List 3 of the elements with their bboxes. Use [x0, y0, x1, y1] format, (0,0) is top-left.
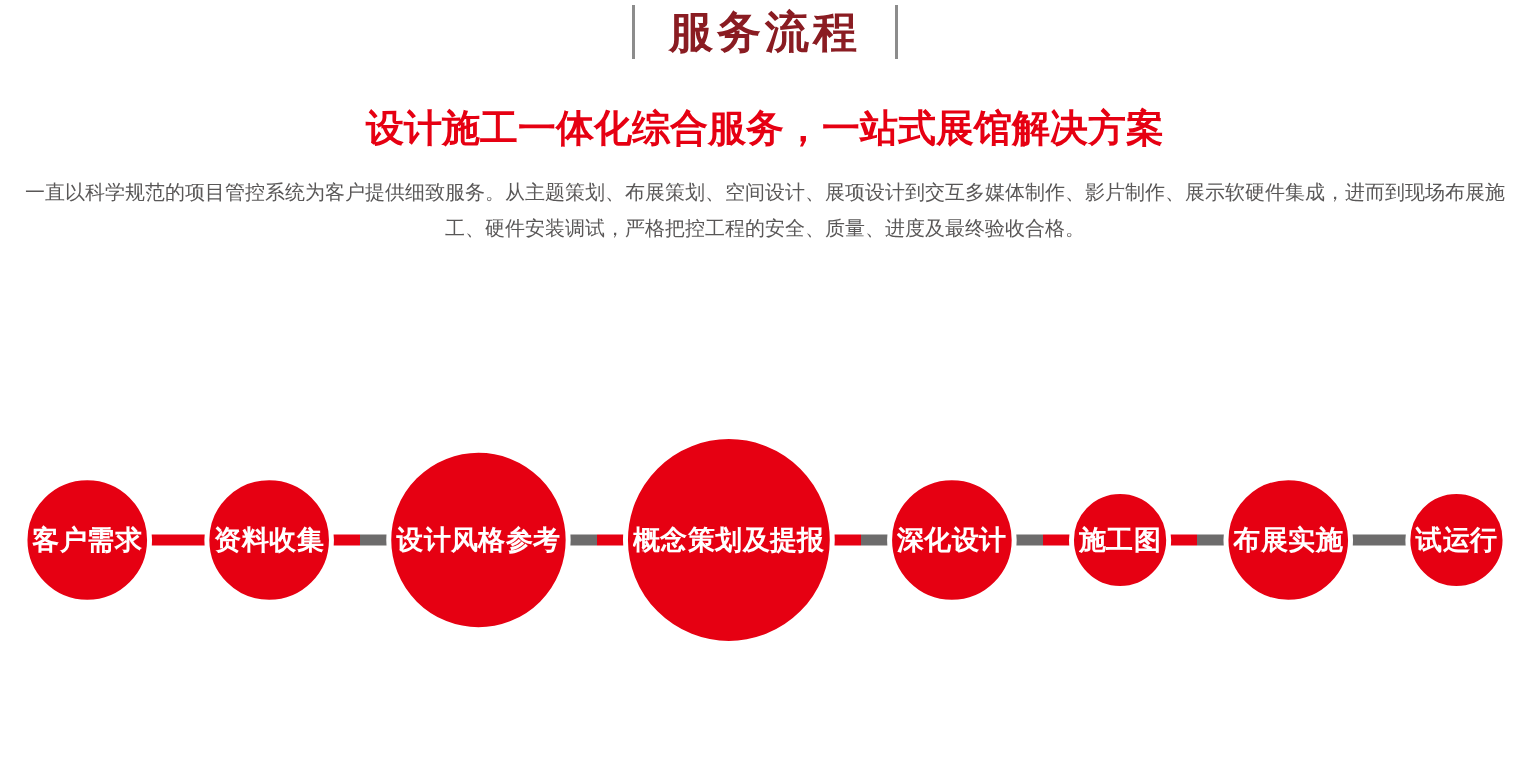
- subtitle: 设计施工一体化综合服务，一站式展馆解决方案: [366, 106, 1164, 151]
- title: 服务流程: [669, 6, 861, 58]
- description-paragraph: 一直以科学规范的项目管控系统为客户提供细致服务。从主题策划、布展策划、空间设计、展项设计到交互多媒体制作、影片制作、展示软硬件集成，进而到现场布展施工、硬件安装调试，严格把控工程的安全、质量、进度及最终验收合格。: [24, 180, 1506, 241]
